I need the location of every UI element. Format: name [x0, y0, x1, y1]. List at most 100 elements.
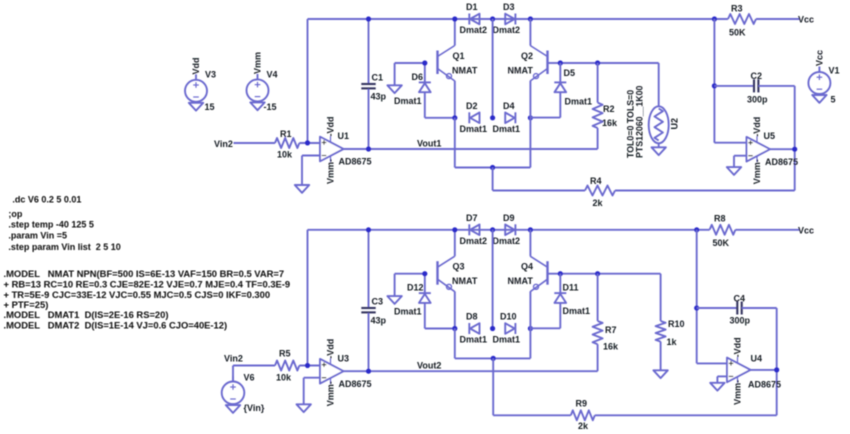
svg-text:Vin2: Vin2 [224, 354, 243, 364]
svg-text:+ PTF=25): + PTF=25) [4, 299, 49, 310]
svg-text:2k: 2k [593, 198, 604, 208]
svg-text:2k: 2k [578, 421, 589, 431]
svg-text:Vmm: Vmm [253, 52, 263, 74]
svg-text:R2: R2 [603, 104, 615, 114]
svg-text:Dmat1: Dmat1 [565, 97, 593, 107]
svg-text:.step temp -40 125 5: .step temp -40 125 5 [8, 220, 94, 230]
svg-text:D6: D6 [412, 72, 424, 82]
svg-text:Vmm-: Vmm- [326, 159, 336, 184]
svg-text:-Vdd: -Vdd [752, 117, 762, 137]
svg-text:16k: 16k [603, 342, 619, 352]
svg-text:TOL0=0 TOLS=0: TOL0=0 TOLS=0 [626, 90, 636, 158]
svg-text:D8: D8 [466, 312, 478, 322]
svg-text:R5: R5 [279, 349, 291, 359]
svg-text:D7: D7 [466, 213, 478, 223]
svg-text:Dmat2: Dmat2 [460, 236, 488, 246]
svg-text:.MODEL DMAT2 D(IS=1E-14 VJ=: .MODEL DMAT2 D(IS=1E-14 VJ=0.6 CJO=40E-1… [4, 320, 228, 331]
svg-text:AD8675: AD8675 [748, 380, 781, 390]
svg-text:R7: R7 [605, 325, 617, 335]
svg-text:D3: D3 [503, 2, 515, 12]
svg-text:.param Vin =5: .param Vin =5 [8, 231, 67, 241]
svg-text:C3: C3 [372, 297, 384, 307]
svg-text:U1: U1 [338, 131, 350, 141]
svg-text:.MODEL DMAT1 D(IS=2E-16 RS=: .MODEL DMAT1 D(IS=2E-16 RS=20) [4, 309, 169, 320]
svg-text:Dmat1: Dmat1 [460, 335, 488, 345]
svg-text:.dc V6 0.2 5 0.01: .dc V6 0.2 5 0.01 [12, 194, 81, 204]
svg-text:.MODEL NMAT NPN(BF=500 IS=6E: .MODEL NMAT NPN(BF=500 IS=6E-13 VAF=150 … [4, 268, 285, 279]
svg-text:PTS12060__1K00: PTS12060__1K00 [635, 86, 645, 158]
svg-text:.step param Vin list 2 5 10: .step param Vin list 2 5 10 [8, 242, 120, 252]
svg-text:D2: D2 [466, 101, 478, 111]
svg-text:Vcc: Vcc [798, 15, 814, 25]
svg-text:D12: D12 [407, 283, 424, 293]
svg-text:Dmat1: Dmat1 [394, 96, 422, 106]
svg-text:Vdd: Vdd [191, 58, 201, 75]
svg-text:16k: 16k [602, 118, 618, 128]
svg-text:10k: 10k [276, 373, 292, 383]
svg-text:1k: 1k [667, 337, 678, 347]
svg-text:Dmat2: Dmat2 [493, 236, 521, 246]
svg-text:Vin2: Vin2 [214, 139, 233, 149]
svg-text:Vcc: Vcc [815, 50, 825, 66]
svg-text:Dmat2: Dmat2 [460, 25, 488, 35]
svg-text:Dmat1: Dmat1 [394, 307, 422, 317]
svg-text:43p: 43p [371, 92, 387, 102]
svg-text:R1: R1 [280, 129, 292, 139]
svg-text:Dmat1: Dmat1 [493, 124, 521, 134]
svg-text:Vmm-: Vmm- [326, 381, 336, 406]
svg-text:D10: D10 [500, 312, 517, 322]
svg-text:U5: U5 [764, 131, 776, 141]
svg-text:U2: U2 [670, 118, 680, 130]
svg-text:-15: -15 [264, 102, 277, 112]
svg-text:Vout2: Vout2 [417, 361, 441, 371]
svg-text:Q2: Q2 [521, 51, 533, 61]
svg-text:{Vin}: {Vin} [244, 403, 265, 413]
svg-text:Q4: Q4 [521, 262, 533, 272]
svg-text:V3: V3 [205, 70, 216, 80]
svg-text:U3: U3 [338, 354, 350, 364]
svg-text:Q3: Q3 [453, 262, 465, 272]
svg-text:C2: C2 [751, 71, 763, 81]
svg-text:300p: 300p [747, 95, 768, 105]
svg-text:+ TR=5E-9 CJC=33E-12 VJC=0.55: + TR=5E-9 CJC=33E-12 VJC=0.55 MJC=0.5 CJ… [4, 289, 271, 300]
svg-text:NMAT: NMAT [452, 66, 478, 76]
svg-text:U4: U4 [751, 354, 763, 364]
svg-text:R10: R10 [668, 319, 685, 329]
svg-text:D5: D5 [564, 68, 576, 78]
svg-text:-Vdd: -Vdd [326, 339, 336, 359]
svg-text:Dmat1: Dmat1 [563, 306, 591, 316]
svg-text:D4: D4 [503, 101, 515, 111]
svg-text:V4: V4 [267, 70, 278, 80]
svg-text:AD8675: AD8675 [765, 157, 798, 167]
svg-text:D1: D1 [466, 2, 478, 12]
svg-text:+ RB=13 RC=10 RE=0.3 CJE=82E-1: + RB=13 RC=10 RE=0.3 CJE=82E-12 VJE=0.7 … [4, 279, 291, 290]
svg-text:5: 5 [831, 95, 836, 105]
svg-text:R4: R4 [590, 176, 602, 186]
svg-text:NMAT: NMAT [508, 66, 534, 76]
svg-text:43p: 43p [371, 316, 387, 326]
svg-text:R9: R9 [576, 399, 588, 409]
svg-text:D9: D9 [503, 213, 515, 223]
svg-text:Vmm-: Vmm- [752, 159, 762, 184]
svg-text:15: 15 [205, 102, 215, 112]
svg-text:Dmat2: Dmat2 [493, 25, 521, 35]
svg-text:-Vdd: -Vdd [733, 337, 743, 357]
svg-text:R3: R3 [731, 4, 743, 14]
svg-text:-Vdd: -Vdd [326, 117, 336, 137]
svg-text:10k: 10k [277, 150, 293, 160]
svg-text:R8: R8 [714, 214, 726, 224]
svg-text:50K: 50K [713, 238, 730, 248]
svg-text:Vout1: Vout1 [417, 139, 441, 149]
svg-text:Dmat1: Dmat1 [460, 124, 488, 134]
svg-text:AD8675: AD8675 [339, 379, 372, 389]
svg-text:NMAT: NMAT [452, 276, 478, 286]
svg-text:C4: C4 [734, 294, 746, 304]
svg-text:C1: C1 [372, 73, 384, 83]
svg-text:AD8675: AD8675 [339, 157, 372, 167]
svg-text:300p: 300p [730, 316, 751, 326]
svg-text:Vmm-: Vmm- [733, 380, 743, 405]
svg-text:Dmat1: Dmat1 [493, 335, 521, 345]
svg-text:;op: ;op [8, 209, 22, 219]
svg-text:D11: D11 [563, 283, 579, 293]
svg-text:Q1: Q1 [453, 51, 465, 61]
